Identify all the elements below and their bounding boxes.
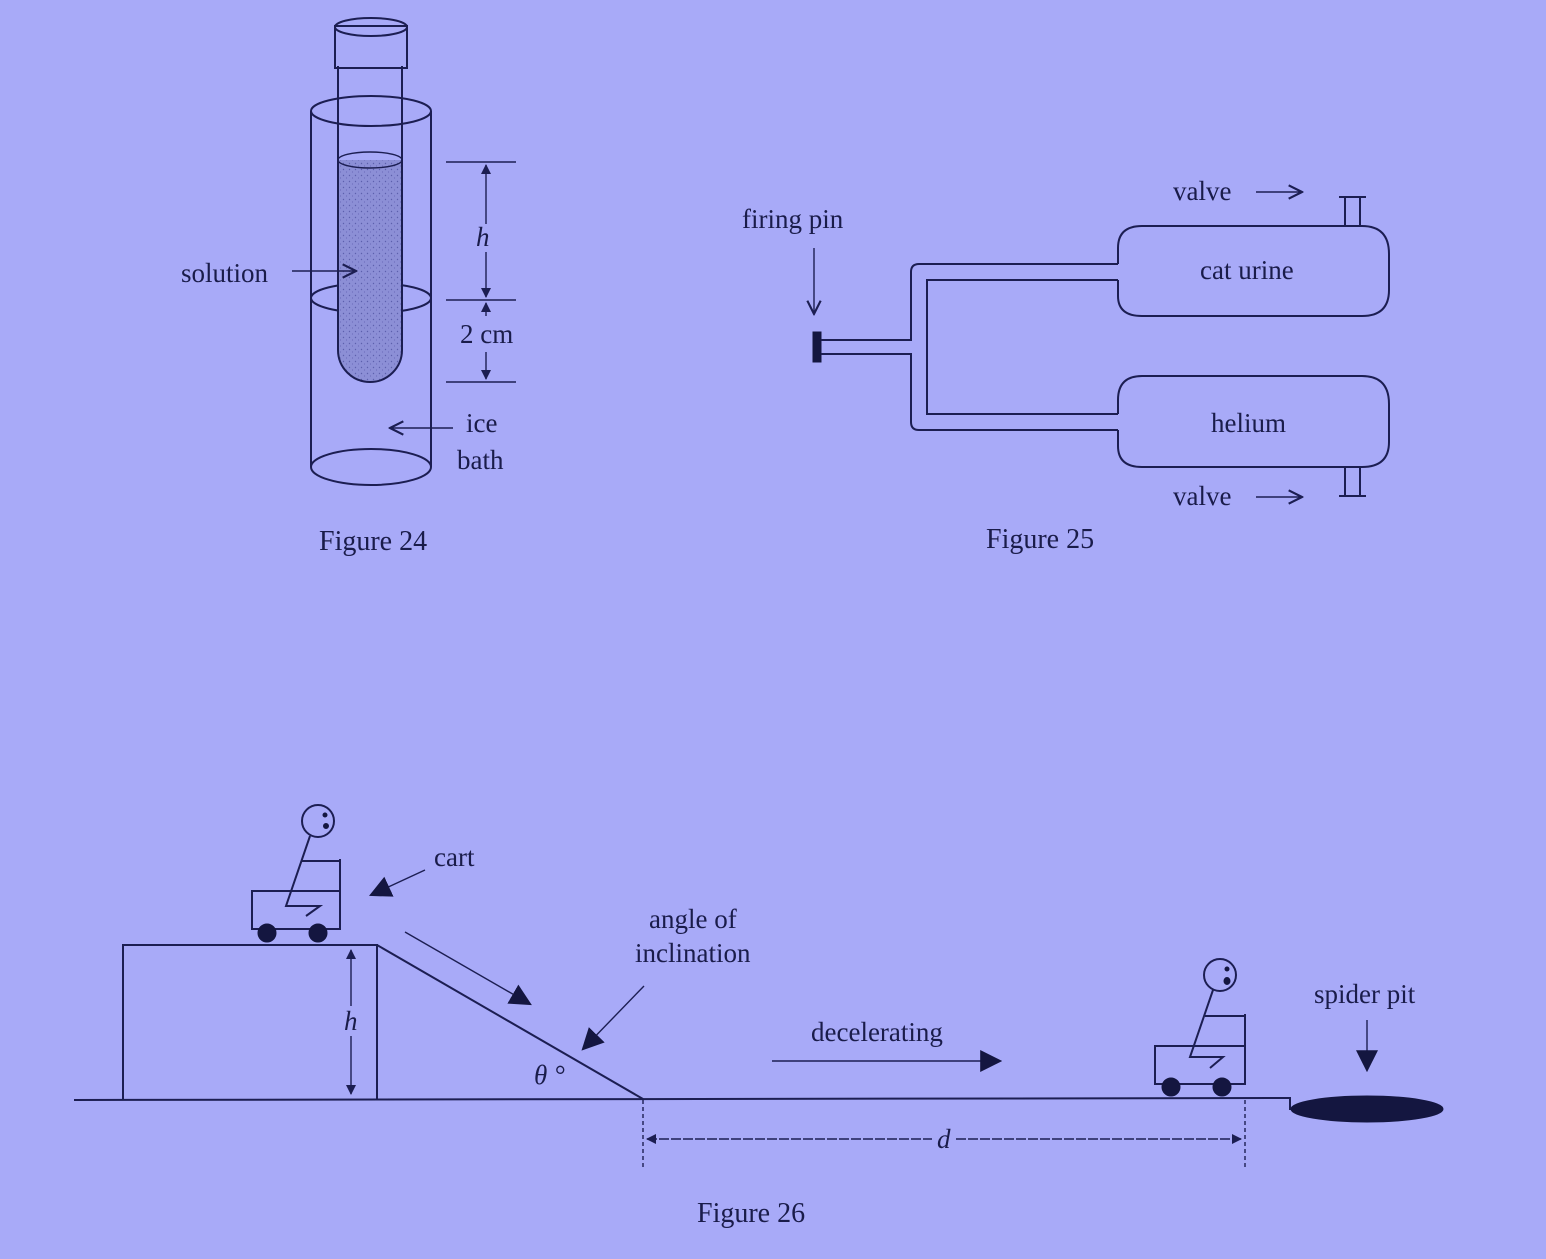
pipe-network	[821, 263, 1118, 431]
label-firing-pin: firing pin	[742, 204, 844, 234]
label-valve-bottom: valve	[1173, 481, 1231, 511]
spider-pit	[1290, 1095, 1444, 1123]
platform	[122, 944, 378, 1100]
label-h: h	[476, 222, 490, 252]
figure-26: h cart angle of inclination θ ° decelera…	[73, 804, 1444, 1229]
label-ice: ice	[466, 408, 497, 438]
label-theta: θ °	[534, 1060, 565, 1090]
dimension-h-and-2cm	[446, 161, 516, 383]
figure-25: firing pin cat urine helium valve valve …	[742, 176, 1390, 555]
solution-liquid	[338, 160, 402, 382]
label-cat-urine: cat urine	[1200, 255, 1294, 285]
valve-top	[1339, 196, 1366, 226]
label-valve-top: valve	[1173, 176, 1231, 206]
label-spider-pit: spider pit	[1314, 979, 1416, 1009]
angle-arrow	[581, 985, 645, 1051]
d-dimension	[642, 1100, 1246, 1168]
tube-cap	[334, 25, 408, 69]
label-h-platform: h	[344, 1006, 358, 1036]
firing-pin	[812, 331, 822, 363]
cat-urine-tank	[1117, 225, 1390, 317]
label-solution: solution	[181, 258, 269, 288]
cart-arrow	[369, 869, 426, 897]
test-tube	[334, 17, 408, 383]
valve-bottom	[1339, 467, 1366, 497]
label-helium: helium	[1211, 408, 1286, 438]
label-cart: cart	[434, 842, 475, 872]
figure-24: h 2 cm solution ice bath Figure 24	[181, 17, 516, 557]
label-bath: bath	[457, 445, 504, 475]
slope-arrow	[404, 931, 532, 1006]
label-angle-line2: inclination	[635, 938, 751, 968]
cart-bottom	[1154, 958, 1246, 1097]
caption-figure-25: Figure 25	[986, 524, 1094, 555]
label-d: d	[937, 1124, 951, 1154]
helium-tank	[1117, 375, 1390, 468]
caption-figure-26: Figure 26	[697, 1198, 805, 1229]
ground-line	[73, 1096, 1291, 1110]
label-2cm: 2 cm	[460, 319, 513, 349]
label-angle-line1: angle of	[649, 904, 737, 934]
caption-figure-24: Figure 24	[319, 526, 427, 557]
ramp	[376, 944, 644, 1100]
label-decelerating: decelerating	[811, 1017, 943, 1047]
cart-top	[251, 804, 341, 943]
